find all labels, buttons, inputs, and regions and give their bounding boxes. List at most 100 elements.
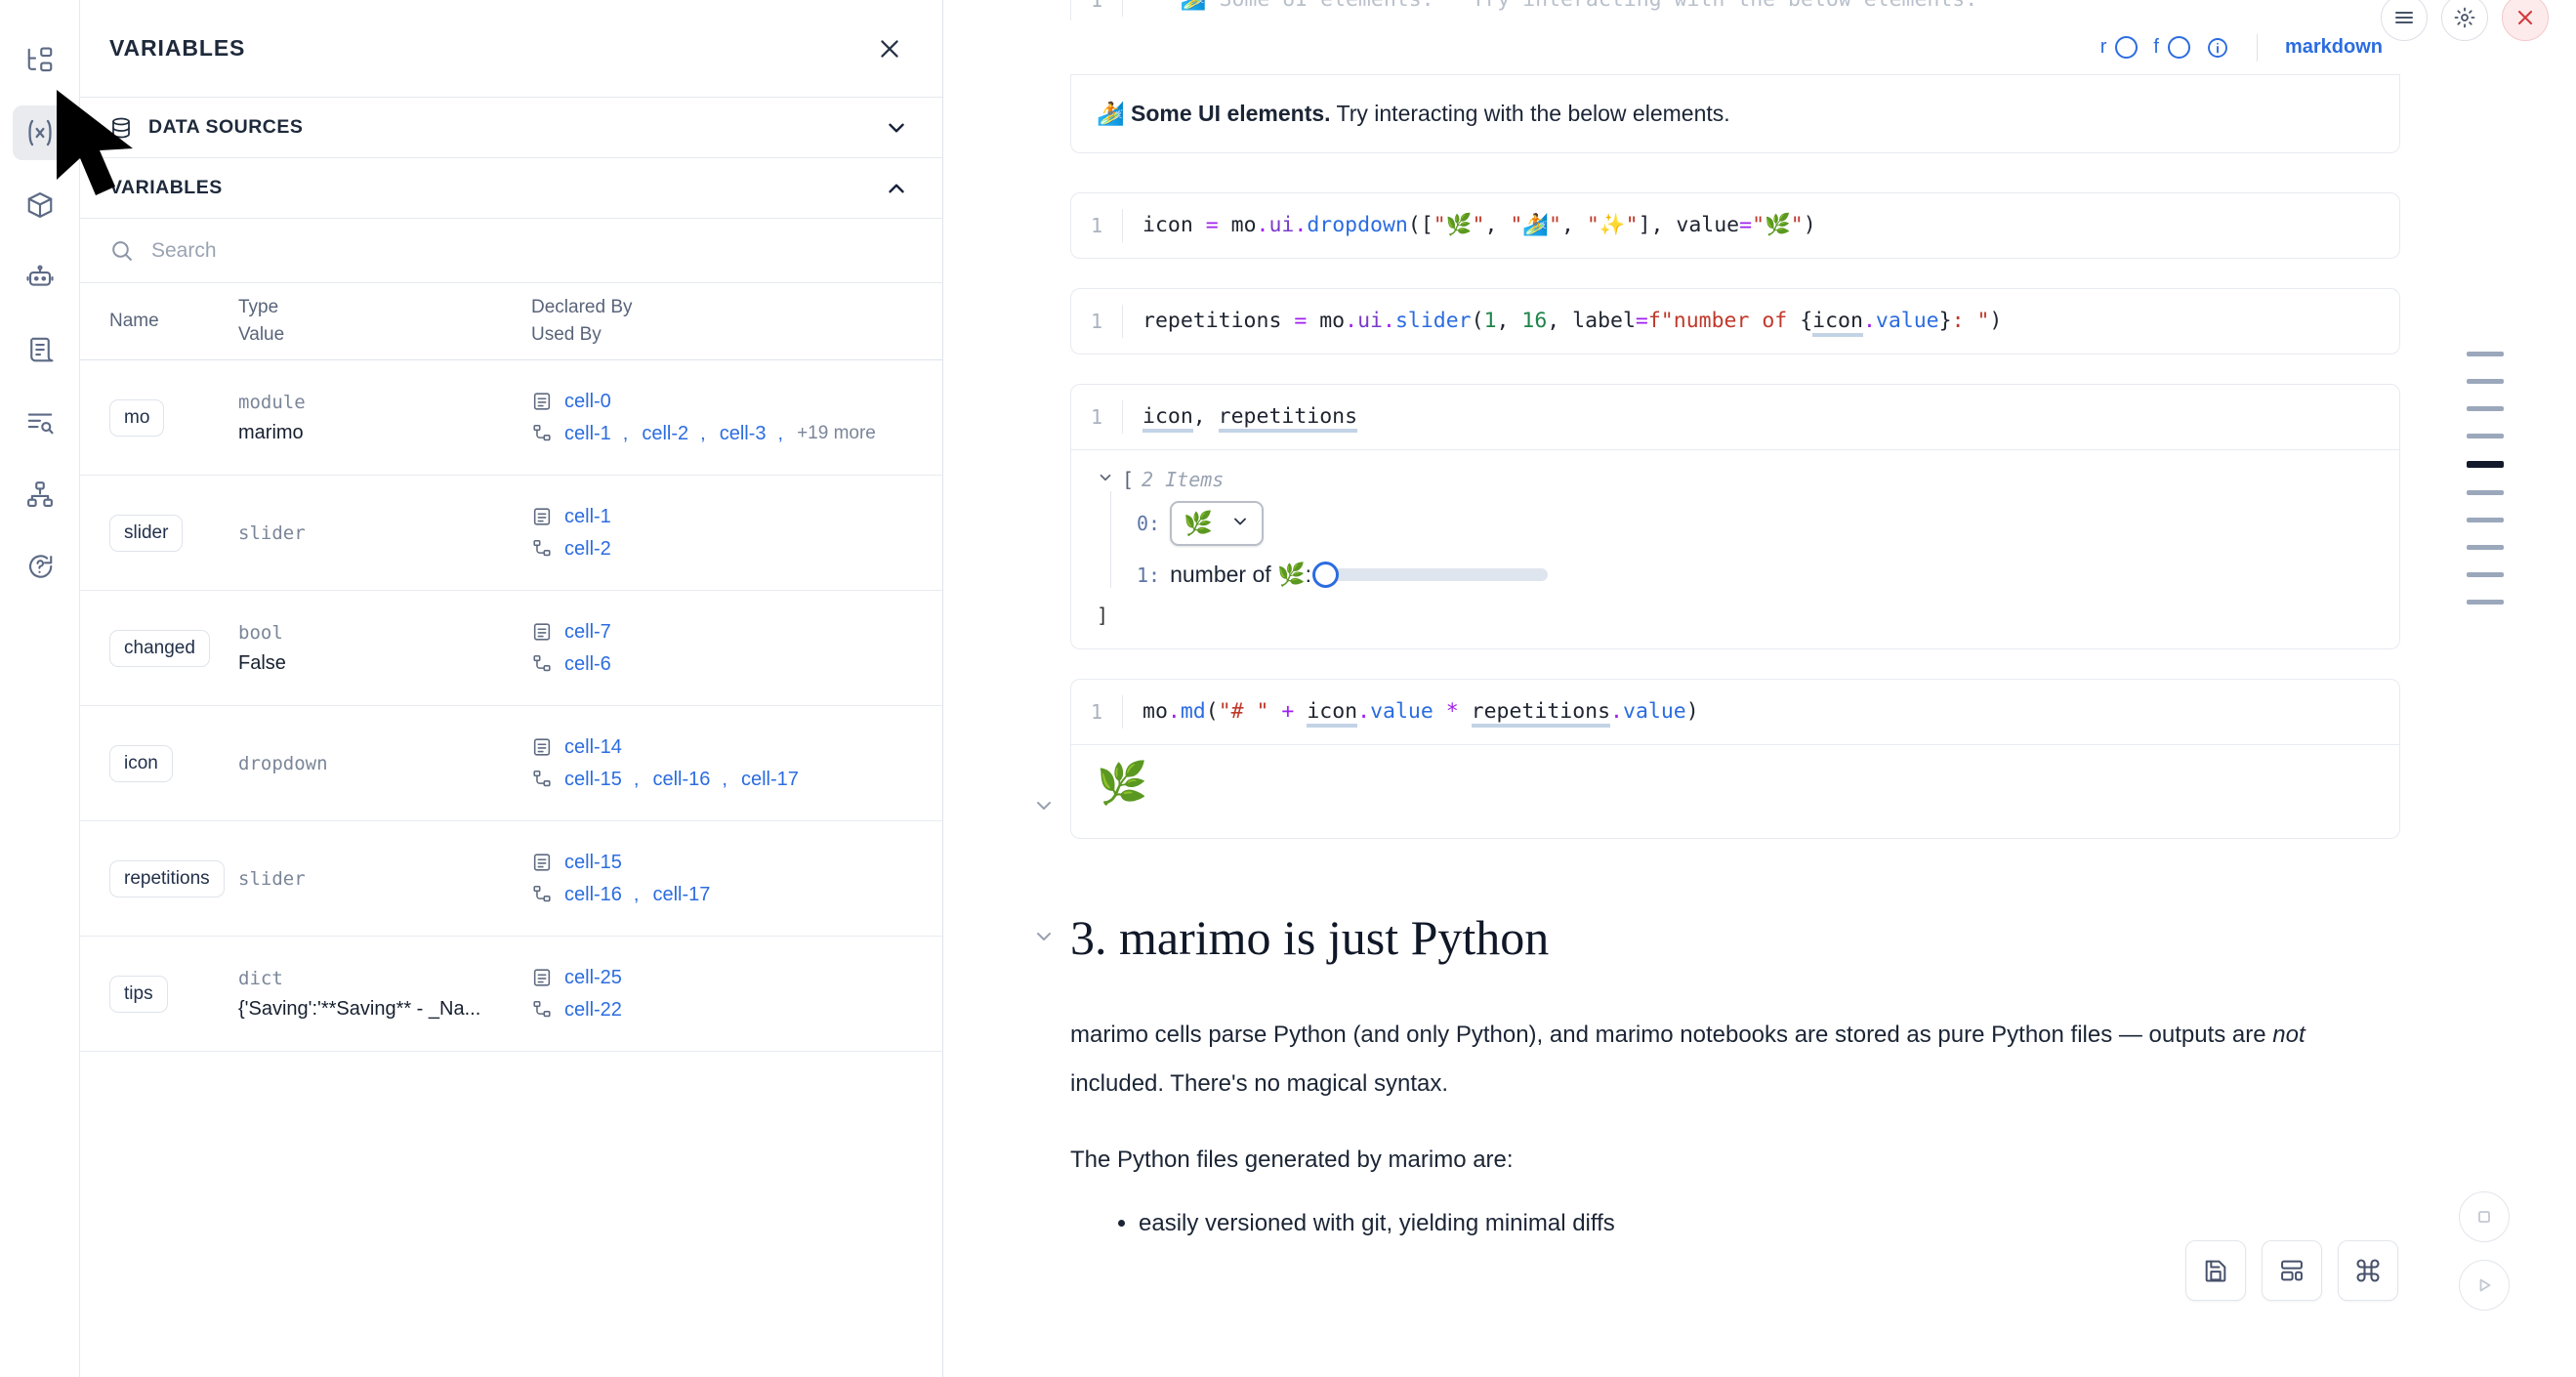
table-row[interactable]: slider slider cell-1 cell-2: [80, 476, 942, 591]
table-row[interactable]: repetitions slider cell-15 cell-16, cell…: [80, 821, 942, 937]
line-number: 1: [1090, 0, 1103, 12]
cell-reference[interactable]: cell-14: [564, 735, 622, 758]
paragraph-1a: marimo cells parse Python (and only Pyth…: [1070, 1022, 2273, 1048]
chevron-up-icon[interactable]: [884, 176, 909, 201]
stop-icon[interactable]: [2459, 1191, 2510, 1242]
slider-knob[interactable]: [1312, 562, 1340, 588]
cell-reference[interactable]: cell-25: [564, 966, 622, 988]
items-count-label: 2 Items: [1142, 468, 1225, 491]
variable-refs-cell: cell-1 cell-2: [531, 506, 925, 561]
toolbar-f-toggle[interactable]: f: [2153, 36, 2190, 59]
cell-output-markdown: 🏄 Some UI elements. Try interacting with…: [1070, 75, 2400, 153]
inspector-header[interactable]: [ 2 Items: [1097, 468, 2374, 491]
database-icon: [109, 116, 133, 140]
code-editor-repetitions[interactable]: 1 repetitions = mo.ui.slider(1, 16, labe…: [1070, 288, 2400, 355]
chevron-down-icon[interactable]: [884, 115, 909, 141]
inspector-row-dropdown: 0: 🌿: [1137, 501, 2374, 546]
save-icon[interactable]: [2185, 1240, 2246, 1301]
minimap-mark[interactable]: [2467, 490, 2504, 495]
table-row[interactable]: mo module marimo cell-0 cell-1, cell-2, …: [80, 360, 942, 476]
code-editor-top[interactable]: 1 """🏄 Some UI elements."" Try interacti…: [1070, 0, 2400, 21]
code-editor-inspect[interactable]: 1 icon, repetitions: [1070, 384, 2400, 450]
used-by-line: cell-15, cell-16, cell-17: [531, 769, 925, 791]
scratchpad-icon[interactable]: [13, 322, 67, 377]
cell-reference[interactable]: cell-15: [564, 851, 622, 873]
minimap-mark[interactable]: [2467, 352, 2504, 356]
play-icon[interactable]: [2459, 1260, 2510, 1311]
layout-icon[interactable]: [2262, 1240, 2322, 1301]
used-by-more-label[interactable]: +19 more: [797, 423, 876, 443]
search-input[interactable]: [151, 238, 913, 263]
slider-widget[interactable]: [1312, 562, 1549, 588]
minimap-mark-active[interactable]: [2467, 461, 2504, 468]
chevron-down-icon[interactable]: [1029, 925, 1059, 948]
cell-reference[interactable]: cell-6: [564, 652, 611, 675]
cell-reference[interactable]: cell-15: [564, 768, 622, 790]
command-icon[interactable]: [2338, 1240, 2398, 1301]
outline-icon[interactable]: [13, 395, 67, 449]
variables-icon[interactable]: [12, 105, 67, 160]
cell-reference[interactable]: cell-16: [564, 883, 622, 905]
close-icon[interactable]: [870, 29, 909, 68]
file-explorer-icon[interactable]: [13, 33, 67, 88]
dropdown-widget[interactable]: 🌿: [1170, 501, 1264, 546]
package-icon[interactable]: [13, 178, 67, 232]
used-by-icon: [531, 653, 553, 675]
info-icon[interactable]: [2206, 36, 2229, 60]
chevron-down-icon[interactable]: [1029, 794, 1059, 817]
minimap-scrollbar[interactable]: [2467, 352, 2504, 605]
variable-name-badge[interactable]: slider: [109, 514, 184, 552]
gear-icon[interactable]: [2441, 0, 2488, 41]
cell-reference[interactable]: cell-16: [652, 768, 711, 790]
code-text-repetitions: repetitions = mo.ui.slider(1, 16, label=…: [1122, 305, 2002, 338]
cell-reference[interactable]: cell-1: [564, 422, 611, 444]
variables-table: Name Type Value Declared By Used By mo m…: [80, 283, 942, 1052]
table-row[interactable]: icon dropdown cell-14 cell-15, cell-16, …: [80, 706, 942, 821]
variable-name-badge[interactable]: changed: [109, 629, 210, 667]
cell-language-label[interactable]: markdown: [2284, 36, 2383, 58]
variable-refs-cell: cell-15 cell-16, cell-17: [531, 852, 925, 906]
cell-reference[interactable]: cell-3: [719, 422, 767, 444]
cell-reference[interactable]: cell-17: [652, 883, 711, 905]
markdown-bold: Some UI elements.: [1131, 101, 1331, 126]
dependency-graph-icon[interactable]: [13, 467, 67, 522]
variable-name-badge[interactable]: tips: [109, 975, 168, 1013]
table-row[interactable]: tips dict {'Saving':'**Saving** - _Na...…: [80, 937, 942, 1052]
variable-name-badge[interactable]: mo: [109, 398, 165, 437]
help-icon[interactable]: [13, 539, 67, 594]
close-icon[interactable]: [2502, 0, 2549, 41]
cell-reference[interactable]: cell-0: [564, 390, 611, 412]
section-data-sources[interactable]: DATA SOURCES: [80, 98, 942, 158]
minimap-mark[interactable]: [2467, 518, 2504, 522]
cell-output-inspector: [ 2 Items 0: 🌿: [1070, 450, 2400, 649]
cell-reference[interactable]: cell-17: [740, 768, 799, 790]
cell-reference[interactable]: cell-2: [642, 422, 689, 444]
cell-reference[interactable]: cell-7: [564, 620, 611, 643]
dropdown-value-emoji: 🌿: [1184, 510, 1213, 537]
cell-block-icon: [531, 852, 553, 873]
section-variables[interactable]: VARIABLES: [80, 158, 942, 219]
minimap-mark[interactable]: [2467, 600, 2504, 605]
variable-name-badge[interactable]: icon: [109, 744, 173, 782]
code-editor-icon[interactable]: 1 icon = mo.ui.dropdown(["🌿", "🏄", "✨"],…: [1070, 192, 2400, 259]
declared-by-line: cell-7: [531, 621, 925, 644]
robot-icon[interactable]: [13, 250, 67, 305]
cell-reference[interactable]: cell-1: [564, 505, 611, 527]
variable-type: module: [238, 391, 306, 413]
variable-name-badge[interactable]: repetitions: [109, 859, 225, 897]
paragraph-1-emphasis: not: [2272, 1022, 2306, 1048]
f-ring-icon: [2167, 36, 2190, 59]
code-editor-md[interactable]: 1 mo.md("# " + icon.value * repetitions.…: [1070, 679, 2400, 745]
hamburger-icon[interactable]: [2381, 0, 2428, 41]
cell-reference[interactable]: cell-22: [564, 998, 622, 1021]
minimap-mark[interactable]: [2467, 406, 2504, 411]
table-row[interactable]: changed bool False cell-7 cell-6: [80, 591, 942, 706]
minimap-mark[interactable]: [2467, 379, 2504, 384]
toolbar-r-toggle[interactable]: r: [2100, 36, 2139, 59]
minimap-mark[interactable]: [2467, 434, 2504, 438]
chevron-down-icon[interactable]: [1097, 468, 1114, 491]
minimap-mark[interactable]: [2467, 572, 2504, 577]
minimap-mark[interactable]: [2467, 545, 2504, 550]
cell-reference[interactable]: cell-2: [564, 537, 611, 560]
list-item: easily versioned with git, yielding mini…: [1139, 1210, 2576, 1237]
